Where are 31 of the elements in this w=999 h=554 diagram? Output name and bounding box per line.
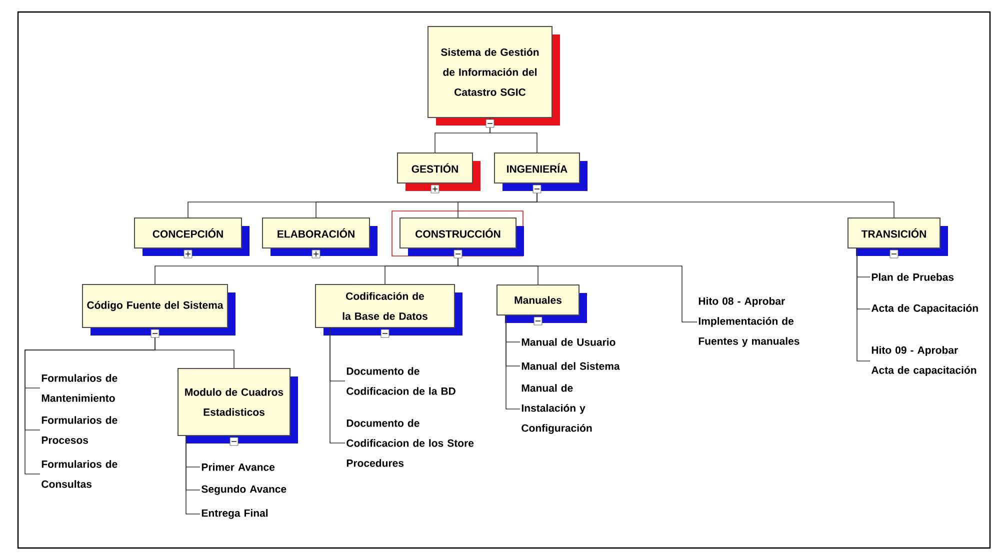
task-label: Formularios de Mantenimiento bbox=[42, 374, 118, 402]
task-box: Código Fuente del Sistema bbox=[82, 284, 236, 336]
task-label: Hito 08 - Aprobar Implementación de Fuentes y manuales bbox=[698, 297, 800, 347]
connector-line bbox=[856, 248, 870, 362]
connector-line bbox=[186, 435, 200, 514]
connector-line bbox=[330, 327, 346, 444]
connector-line bbox=[506, 314, 520, 410]
task-label: Formularios de Consultas bbox=[42, 460, 118, 488]
task-box: TRANSICIÓN bbox=[848, 218, 948, 256]
task-label: Manual de Instalación y Configuración bbox=[522, 384, 592, 434]
task-label: Manual de Usuario bbox=[522, 338, 616, 346]
task-box: Manuales bbox=[496, 284, 587, 323]
task-label: Documento de Codificacion de los Store Procedures bbox=[346, 419, 474, 467]
task-box: Modulo de Cuadros Estadisticos bbox=[178, 368, 298, 444]
task-box: Codificación de la Base de Datos bbox=[315, 284, 462, 336]
task-label: Primer Avance bbox=[202, 463, 275, 471]
task-label: Segundo Avance bbox=[202, 485, 286, 495]
task-box: CONCEPCIÓN bbox=[134, 218, 250, 256]
task-label: Documento de Codificacion de la BD bbox=[346, 367, 456, 395]
task-box: ELABORACIÓN bbox=[262, 218, 378, 256]
task-box: Sistema de Gestión de Información del Catastro SGIC bbox=[428, 26, 560, 126]
task-box: CONSTRUCCIÓN bbox=[392, 210, 524, 256]
task-label: Plan de Pruebas bbox=[872, 273, 954, 281]
task-box: GESTIÓN bbox=[397, 152, 480, 191]
task-label: Acta de Capacitación bbox=[871, 304, 978, 314]
connector-line bbox=[490, 118, 538, 153]
task-label: Hito 09 - Aprobar Acta de capacitación bbox=[871, 346, 976, 376]
task-label: Manual del Sistema bbox=[522, 362, 620, 370]
task-label: Formularios de Procesos bbox=[42, 416, 118, 444]
task-label: Entrega Final bbox=[202, 509, 268, 519]
task-box: INGENIERÍA bbox=[494, 152, 588, 191]
